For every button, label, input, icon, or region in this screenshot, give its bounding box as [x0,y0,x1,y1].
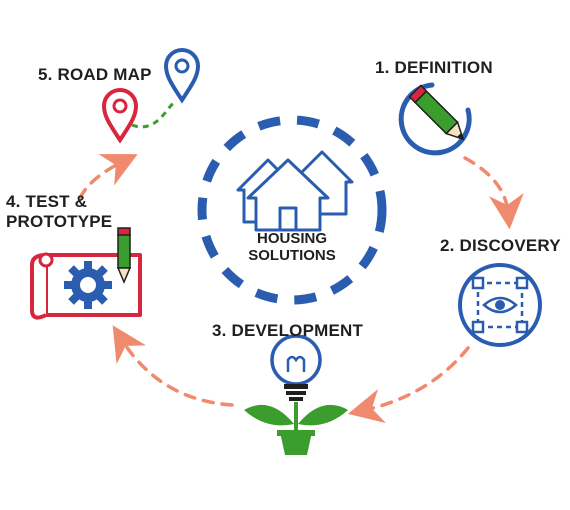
pencil-icon [398,82,472,156]
arrow-development-to-test [112,325,234,407]
map-pins-icon [101,48,201,144]
arrow-definition-to-discovery [463,156,524,230]
houses-icon [236,150,354,232]
center-dashed-ring [197,115,387,305]
step-test-label-line1: 4. TEST & [6,192,88,211]
step-test-prototype-label: 4. TEST & PROTOTYPE [6,192,112,232]
center-title-line2: SOLUTIONS [248,247,336,264]
step-development-label: 3. DEVELOPMENT [212,321,364,340]
blueprint-gear-icon [30,227,142,320]
center-title-line1: HOUSING [256,230,327,247]
arrow-discovery-to-development [347,346,470,424]
step-discovery-label: 2. DISCOVERY [440,236,561,255]
arrow-test-to-roadmap [78,154,138,200]
step-definition-label: 1. DEFINITION [375,58,493,77]
step-roadmap-label: 5. ROAD MAP [38,65,152,84]
step-test-label-line2: PROTOTYPE [6,212,113,231]
lightbulb-plant-icon [244,334,348,455]
center-title: HOUSING SOLUTIONS [242,230,342,264]
cycle-arrows [78,154,524,424]
eye-target-icon [458,263,542,347]
